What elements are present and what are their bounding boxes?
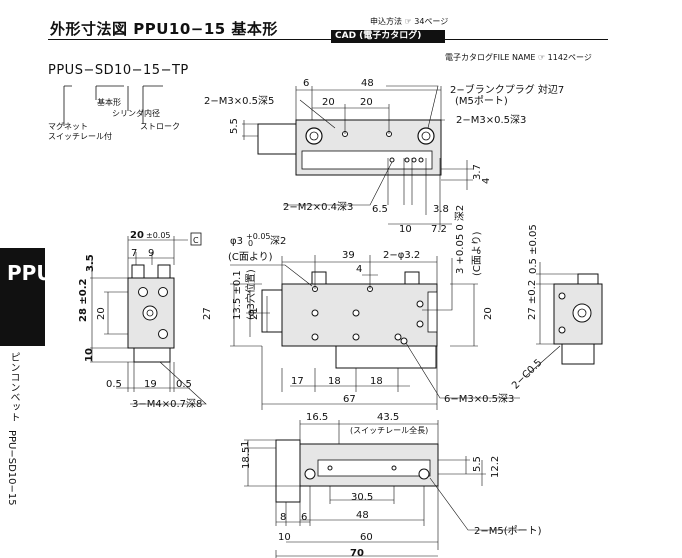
tab-vertical-label-model: PPU−SD10−15 [6, 430, 17, 506]
front-view: φ3 +0.05 0 深2 (C面より) 39 4 2−φ3.2 3 +0.05… [202, 205, 520, 410]
svg-text:3−M4×0.7深8: 3−M4×0.7深8 [132, 398, 202, 410]
svg-text:3 +0.05 0 深2: 3 +0.05 0 深2 [454, 205, 466, 274]
svg-text:10: 10 [278, 532, 291, 543]
top-view-rail [301, 150, 433, 170]
svg-text:39: 39 [342, 250, 355, 261]
model-code: PPUS−SD10−15−TP [48, 63, 189, 78]
svg-text:3.8: 3.8 [433, 204, 449, 215]
svg-text:(φ3穴位置): (φ3穴位置) [244, 269, 257, 320]
model-label-magnet: マグネット [48, 122, 88, 131]
tab-vertical-label-series: ピンコンベット [8, 352, 19, 422]
page-title: 外形寸法図 PPU10−15 基本形 [50, 20, 278, 38]
svg-text:67: 67 [343, 394, 356, 405]
svg-text:13.5 ±0.1: 13.5 ±0.1 [232, 270, 243, 320]
svg-text:0.5 ±0.05: 0.5 ±0.05 [528, 224, 539, 274]
model-label-switch-rail: スイッチレール付 [48, 132, 112, 141]
svg-text:0.5: 0.5 [176, 379, 192, 390]
svg-text:2−ブランクプラグ 対辺7: 2−ブランクプラグ 対辺7 [450, 83, 564, 96]
svg-text:20: 20 [360, 97, 373, 108]
svg-text:17: 17 [291, 376, 304, 387]
top-view-plug-left [305, 127, 323, 145]
top-view-rail-end [257, 123, 297, 155]
svg-text:6: 6 [303, 78, 309, 89]
title-rule [48, 39, 608, 40]
svg-text:28 ±0.2: 28 ±0.2 [78, 278, 89, 322]
model-code-leaders [63, 85, 163, 126]
svg-text:2−C0.5: 2−C0.5 [510, 357, 544, 391]
svg-text:2−M3×0.5深3: 2−M3×0.5深3 [456, 114, 526, 126]
svg-text:8: 8 [280, 512, 286, 523]
svg-text:7.2: 7.2 [431, 224, 447, 235]
top-view: 6 48 20 20 5.5 3.7 4 6.5 3.8 10 7.2 2−M3… [204, 78, 564, 235]
cad-badge[interactable]: CAD (電子カタログ) [331, 30, 445, 43]
svg-text:43.5: 43.5 [377, 412, 399, 423]
svg-text:10: 10 [84, 348, 95, 362]
svg-text:6.5: 6.5 [372, 204, 388, 215]
svg-text:27: 27 [202, 307, 213, 320]
svg-text:3.7: 3.7 [472, 164, 483, 180]
svg-text:2−M3×0.5深5: 2−M3×0.5深5 [204, 95, 274, 107]
front-view-body [281, 283, 438, 347]
svg-text:深2: 深2 [270, 235, 286, 247]
svg-text:27 ±0.2: 27 ±0.2 [527, 280, 538, 320]
svg-text:φ3: φ3 [230, 236, 243, 247]
catalog-file-reference: 電子カタログFILE NAME ☞ 1142ページ [445, 53, 592, 62]
svg-text:C: C [193, 236, 199, 245]
svg-text:20: 20 [322, 97, 335, 108]
svg-text:1: 1 [240, 441, 251, 447]
svg-text:2−M2×0.4深3: 2−M2×0.4深3 [283, 201, 353, 213]
svg-text:12.2: 12.2 [490, 456, 501, 478]
order-reference[interactable]: 申込方法 ☞ 34ページ [370, 17, 449, 26]
svg-text:2−M5(ポート): 2−M5(ポート) [474, 525, 542, 537]
top-view-plug-right [417, 127, 435, 145]
svg-text:9: 9 [148, 248, 154, 259]
svg-text:70: 70 [350, 548, 364, 558]
end-view-right: 0.5 ±0.05 27 ±0.2 2−C0.5 [510, 224, 603, 392]
svg-text:48: 48 [356, 510, 369, 521]
svg-text:21: 21 [249, 307, 260, 320]
svg-text:18.5: 18.5 [241, 447, 252, 469]
svg-text:(C面より): (C面より) [471, 231, 483, 276]
svg-text:7: 7 [131, 248, 137, 259]
svg-text:5.5: 5.5 [229, 118, 240, 134]
svg-text:3.5: 3.5 [85, 254, 96, 272]
svg-text:10: 10 [399, 224, 412, 235]
svg-text:0: 0 [248, 239, 253, 248]
svg-text:0.5: 0.5 [106, 379, 122, 390]
svg-text:5.5: 5.5 [472, 456, 483, 472]
svg-text:(C面より): (C面より) [228, 251, 273, 263]
bottom-view: 16.5 43.5 (スイッチレール全長) 1 18.5 5.5 12.2 30… [240, 412, 542, 558]
end-view-left: C 20 ±0.05 7 9 3.5 28 ±0.2 20 10 0.5 19 … [78, 230, 207, 410]
model-label-basic: 基本形 [97, 98, 121, 107]
model-label-bore: シリンダ内径 [112, 109, 160, 118]
svg-text:18: 18 [370, 376, 383, 387]
svg-text:20: 20 [130, 230, 144, 241]
svg-text:20: 20 [483, 307, 494, 320]
svg-text:±0.05: ±0.05 [146, 231, 171, 240]
section-tab[interactable] [0, 248, 45, 346]
svg-text:+0.05: +0.05 [246, 232, 271, 241]
svg-text:16.5: 16.5 [306, 412, 328, 423]
svg-text:(M5ポート): (M5ポート) [455, 95, 508, 107]
svg-text:2−φ3.2: 2−φ3.2 [383, 250, 420, 261]
svg-text:6−M3×0.5深3: 6−M3×0.5深3 [444, 393, 514, 405]
svg-text:48: 48 [361, 78, 374, 89]
svg-text:30.5: 30.5 [351, 492, 373, 503]
svg-text:60: 60 [360, 532, 373, 543]
model-label-stroke: ストローク [140, 122, 180, 131]
svg-text:19: 19 [144, 379, 157, 390]
svg-text:4: 4 [481, 178, 492, 184]
svg-text:6: 6 [301, 512, 307, 523]
svg-text:20: 20 [96, 307, 107, 320]
svg-text:(スイッチレール全長): (スイッチレール全長) [350, 425, 428, 435]
svg-text:4: 4 [356, 264, 362, 275]
svg-text:18: 18 [328, 376, 341, 387]
